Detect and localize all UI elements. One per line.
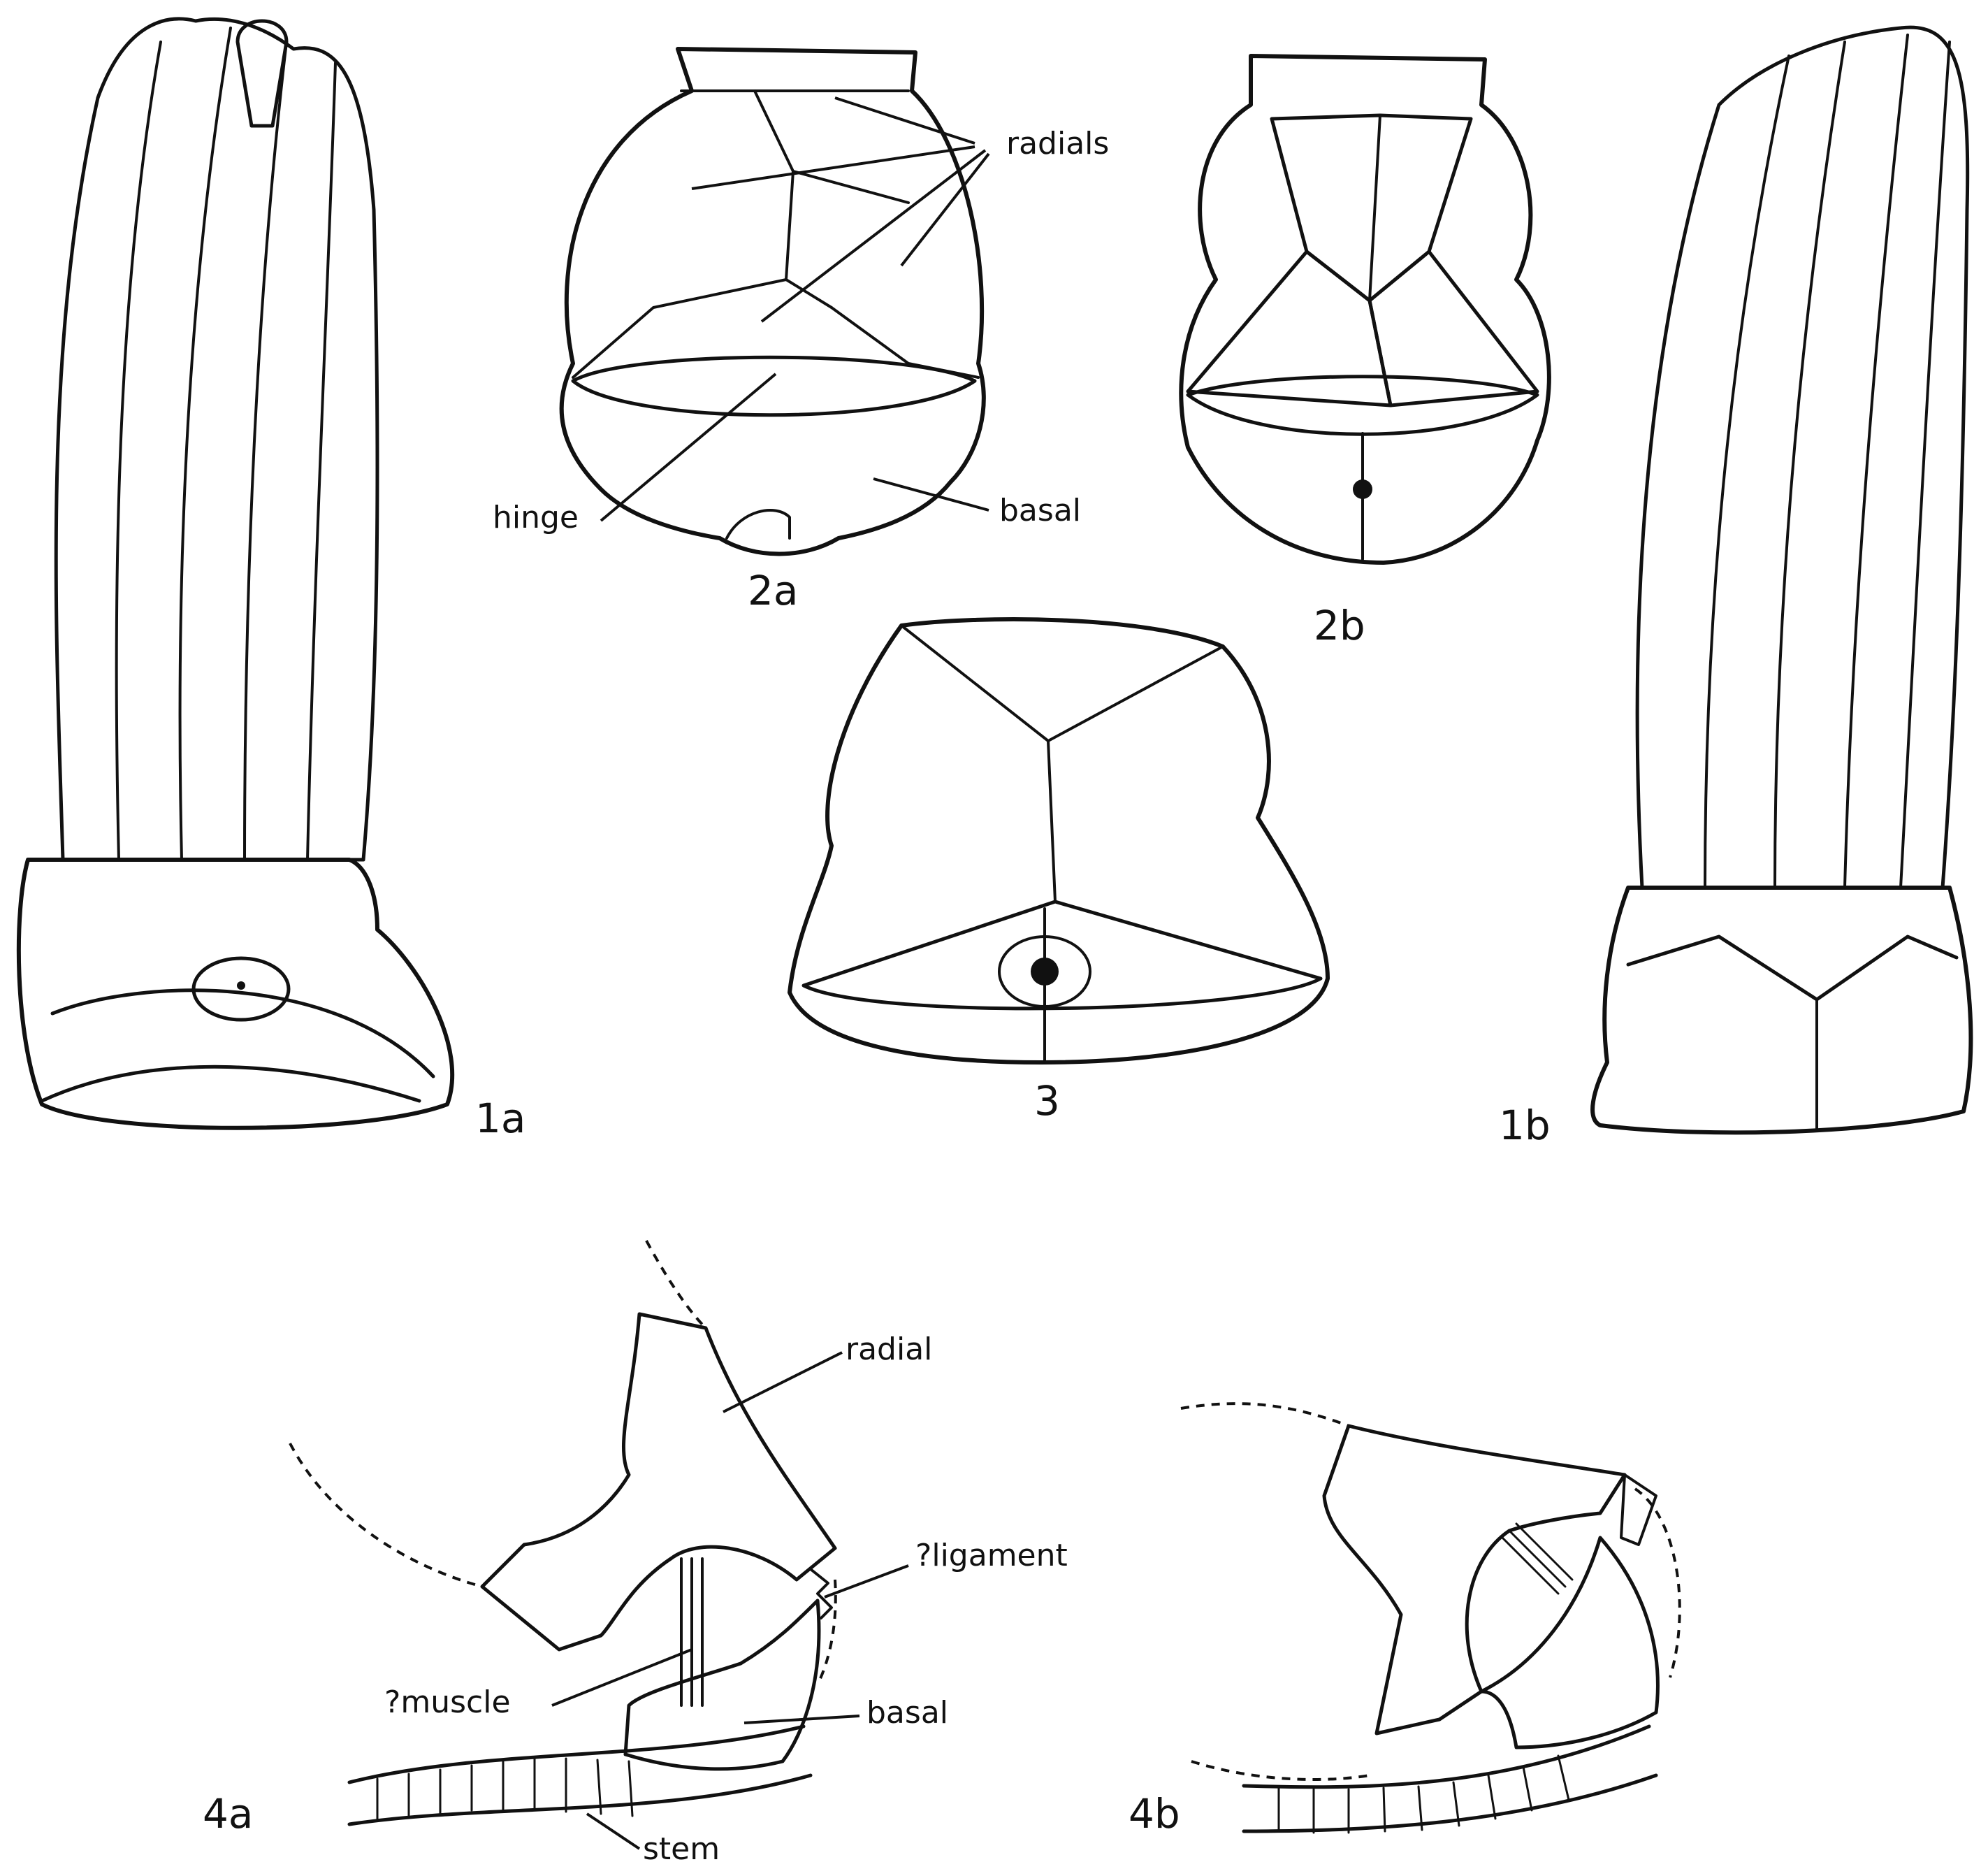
label-muscle: ?muscle xyxy=(384,1684,511,1720)
fig4b-muscle-fibres xyxy=(1502,1524,1572,1594)
fig1b-arm-bundle xyxy=(1637,27,1968,888)
fig4b-outline-dashed-right xyxy=(1635,1489,1680,1677)
fig4a-outline-dashed-left xyxy=(290,1443,482,1587)
fig4b-outline-dashed-upper xyxy=(1181,1403,1349,1426)
fig3-number: 3 xyxy=(1034,1077,1060,1125)
fig1b-number: 1b xyxy=(1499,1102,1551,1149)
label-radial: radial xyxy=(846,1332,932,1367)
fig4a-basal xyxy=(625,1601,819,1769)
label-hinge: hinge xyxy=(493,500,579,535)
label-basal-4a: basal xyxy=(866,1695,948,1731)
fig4b-ligament xyxy=(1621,1475,1656,1545)
fig4a-ligament xyxy=(811,1569,832,1618)
label-basal-2a: basal xyxy=(999,493,1081,528)
fig4b-radial xyxy=(1324,1426,1625,1733)
fig2b-number: 2b xyxy=(1314,602,1365,649)
fig3-axial-canal xyxy=(1031,958,1059,986)
figure-2a: 2a xyxy=(562,49,984,614)
figure-3: 3 xyxy=(790,619,1328,1125)
figure-4a: radial ?ligament ?muscle basal stem 4a xyxy=(203,1241,1068,1867)
label-stem: stem xyxy=(643,1831,720,1867)
fig2a-hinge-band xyxy=(573,357,975,415)
fig4b-outline-dashed-lower xyxy=(1191,1761,1370,1780)
fig4b-basal xyxy=(1481,1538,1657,1747)
fig2a-number: 2a xyxy=(748,567,798,614)
fig4a-number: 4a xyxy=(203,1790,253,1838)
fig2b-hinge-band xyxy=(1188,377,1537,435)
figure-4b: 4b xyxy=(1129,1403,1680,1838)
fig4a-muscle-fibres xyxy=(681,1559,702,1705)
fig1b-calyx xyxy=(1592,888,1971,1132)
figure-1a: 1a xyxy=(19,19,526,1142)
figure-2b: 2b xyxy=(1181,56,1549,649)
label-ligament: ?ligament xyxy=(915,1538,1068,1573)
fig1a-number: 1a xyxy=(475,1095,525,1142)
fig1a-arm-bundle xyxy=(56,19,377,860)
fig4a-radial xyxy=(482,1314,835,1650)
fig4b-number: 4b xyxy=(1129,1790,1180,1838)
figure-1b: 1b xyxy=(1499,27,1971,1149)
fig4a-outline-dashed-upper xyxy=(646,1241,706,1328)
fig2b-axial-canal xyxy=(1353,479,1372,499)
fig4a-stem xyxy=(349,1726,811,1824)
label-radials: radials xyxy=(1006,126,1109,161)
